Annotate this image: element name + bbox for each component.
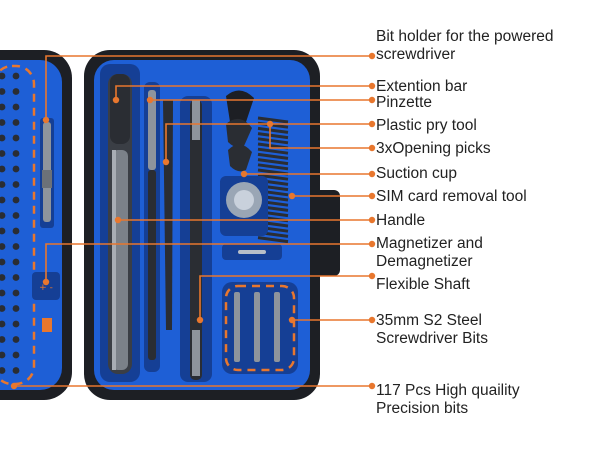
bit-slot — [0, 165, 6, 173]
bit-slot — [0, 150, 6, 157]
bit-slot — [0, 119, 6, 126]
spring-turn — [257, 163, 289, 171]
bit-slot — [12, 165, 20, 173]
label-bit-holder: Bit holder for the powered screwdriver — [376, 28, 554, 63]
bit-slot — [12, 119, 20, 126]
bit-slot — [0, 289, 6, 297]
bit-slot — [0, 351, 6, 359]
label-handle: Handle — [376, 212, 426, 229]
spring-turn — [257, 236, 289, 244]
bit-slot — [12, 289, 20, 297]
label-extension-bar: Extention bar — [376, 78, 468, 95]
bit-slot — [12, 196, 20, 204]
bit-slot — [12, 227, 20, 235]
label-pinzette: Pinzette — [376, 94, 433, 111]
bit-slot — [12, 181, 20, 188]
spring-turn — [257, 147, 289, 155]
bit-slot — [12, 351, 20, 359]
bit-slot — [12, 88, 20, 95]
label-steel-bits: 35mm S2 Steel Screwdriver Bits — [376, 312, 488, 347]
magnetizer-tool: + - — [32, 272, 60, 332]
label-pry-tool: Plastic pry tool — [376, 117, 477, 134]
bit-slot — [0, 367, 6, 374]
bit-slot — [0, 103, 6, 111]
bit-slot — [12, 305, 20, 312]
callout-lines — [14, 55, 372, 387]
svg-text:+ -: + - — [39, 283, 53, 293]
bit-slot — [0, 305, 6, 312]
bit-slot — [12, 150, 20, 157]
bit-holder-tool — [40, 118, 54, 228]
label-opening-picks: 3xOpening picks — [376, 140, 491, 157]
flexible-shaft-tool — [180, 96, 212, 382]
bit-slot — [0, 212, 6, 219]
spring-turn — [257, 137, 289, 145]
bit-slot — [12, 212, 20, 219]
label-suction-cup: Suction cup — [376, 165, 457, 182]
bit-slot — [12, 274, 20, 281]
bit-case-left: + - — [0, 50, 72, 400]
bit-slot — [0, 336, 6, 343]
spring-turn — [257, 173, 289, 181]
bit-slot — [0, 181, 6, 188]
bit-slot — [0, 258, 6, 266]
callout-dots — [10, 52, 376, 390]
bit-slot — [0, 72, 6, 80]
bit-slot — [12, 367, 20, 374]
label-sim-tool: SIM card removal tool — [376, 188, 527, 205]
bit-slot — [12, 243, 20, 250]
bit-slot — [0, 243, 6, 250]
bit-slot — [12, 320, 20, 328]
bit-slot — [12, 103, 20, 111]
bit-slot — [0, 196, 6, 204]
bit-slot — [12, 72, 20, 80]
opening-picks-item — [226, 118, 252, 172]
spring-turn — [257, 158, 289, 166]
tool-case-right — [84, 50, 340, 400]
spring-turn — [257, 126, 289, 134]
label-flexible-shaft: Flexible Shaft — [376, 276, 470, 293]
steel-bits-bay — [222, 282, 298, 374]
bit-slot — [12, 134, 20, 142]
spring-turn — [257, 116, 289, 124]
spring-turn — [257, 132, 289, 140]
label-magnetizer: Magnetizer and Demagnetizer — [376, 235, 483, 270]
screwdriver-handle — [100, 64, 140, 382]
precision-bit-grid — [0, 72, 20, 374]
bit-slot — [12, 258, 20, 266]
suction-cup-item — [220, 176, 268, 236]
sim-card-tool — [222, 244, 282, 260]
label-precision-bits: 117 Pcs High quaility Precision bits — [376, 382, 520, 417]
bit-slot — [0, 320, 6, 328]
spring-turn — [257, 152, 289, 160]
bit-slot — [0, 274, 6, 281]
bit-slot — [0, 227, 6, 235]
bit-slot — [12, 336, 20, 343]
extension-bar-tool — [144, 82, 160, 372]
bit-slot — [0, 88, 6, 95]
bit-slot — [0, 134, 6, 142]
